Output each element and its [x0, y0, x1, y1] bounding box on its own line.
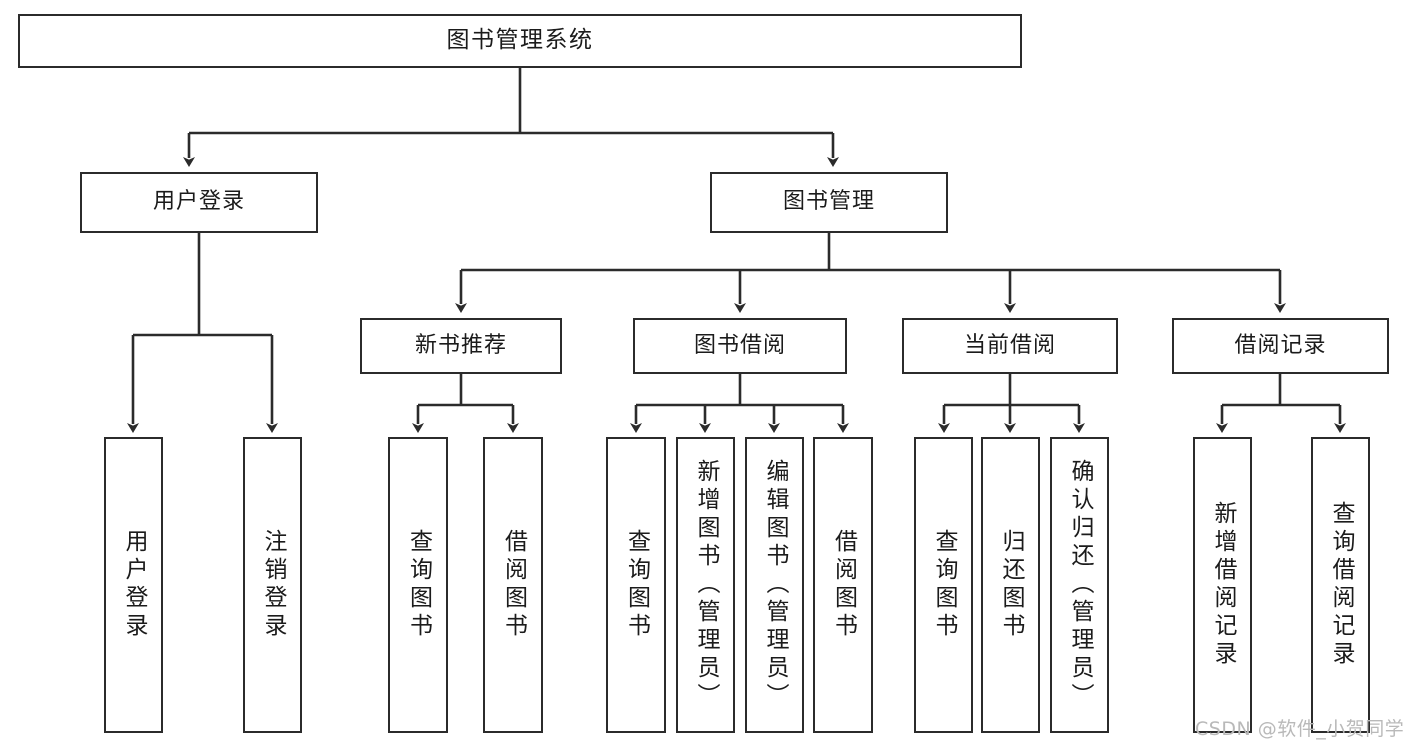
node-book-borrow[interactable]: 图书借阅 [633, 318, 847, 374]
node-label: 查询图书 [931, 529, 957, 641]
node-current-borrow[interactable]: 当前借阅 [902, 318, 1118, 374]
node-label: 注销登录 [260, 529, 286, 641]
csdn-watermark: CSDN @软件_小贺同学 [1195, 718, 1405, 740]
node-root-book-management-system[interactable]: 图书管理系统 [18, 14, 1022, 68]
node-label: 查询借阅记录 [1328, 501, 1354, 669]
leaf-query-book-current[interactable]: 查询图书 [914, 437, 973, 733]
node-label: 图书管理 [782, 189, 875, 215]
leaf-query-book-recommend[interactable]: 查询图书 [388, 437, 448, 733]
leaf-borrow-book[interactable]: 借阅图书 [813, 437, 873, 733]
node-new-book-recommend[interactable]: 新书推荐 [360, 318, 562, 374]
node-label: 借阅图书 [500, 529, 527, 641]
node-label: 新增借阅记录 [1210, 501, 1236, 669]
leaf-confirm-return-admin[interactable]: 确认归还（管理员） [1050, 437, 1109, 733]
node-label: 当前借阅 [963, 332, 1056, 358]
leaf-add-borrow-record[interactable]: 新增借阅记录 [1193, 437, 1252, 733]
leaf-return-book[interactable]: 归还图书 [981, 437, 1040, 733]
node-label: 借阅记录 [1234, 332, 1327, 358]
leaf-borrow-book-recommend[interactable]: 借阅图书 [483, 437, 543, 733]
leaf-edit-book-admin[interactable]: 编辑图书（管理员） [745, 437, 804, 733]
leaf-add-book-admin[interactable]: 新增图书（管理员） [676, 437, 735, 733]
leaf-user-logout[interactable]: 注销登录 [243, 437, 302, 733]
node-label: 查询图书 [623, 529, 650, 641]
node-label: 查询图书 [405, 529, 432, 641]
node-book-management[interactable]: 图书管理 [710, 172, 948, 233]
leaf-query-book-borrow[interactable]: 查询图书 [606, 437, 666, 733]
node-label: 归还图书 [998, 529, 1024, 641]
node-user-login[interactable]: 用户登录 [80, 172, 318, 233]
node-label: 图书借阅 [693, 332, 786, 358]
node-label: 新增图书（管理员） [693, 459, 719, 711]
node-label: 用户登录 [152, 189, 245, 215]
node-label: 新书推荐 [414, 332, 507, 358]
node-label: 借阅图书 [830, 529, 857, 641]
leaf-user-login[interactable]: 用户登录 [104, 437, 163, 733]
node-label: 用户登录 [121, 529, 147, 641]
node-label: 图书管理系统 [446, 27, 594, 54]
node-borrow-record[interactable]: 借阅记录 [1172, 318, 1389, 374]
node-label: 编辑图书（管理员） [762, 459, 788, 711]
leaf-query-borrow-record[interactable]: 查询借阅记录 [1311, 437, 1370, 733]
node-label: 确认归还（管理员） [1067, 459, 1093, 711]
